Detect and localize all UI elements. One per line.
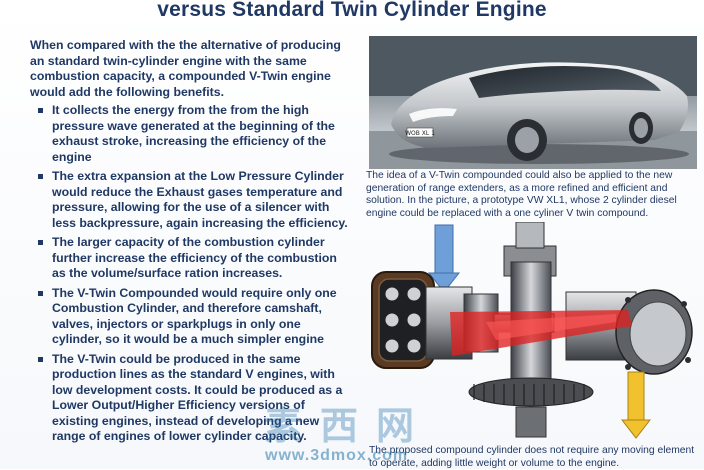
photo-caption: The idea of a V-Twin compounded could al… [366,170,677,219]
bottom-caption: The proposed compound cylinder does not … [369,445,695,469]
benefit-list: It collects the energy from the from the… [30,103,348,445]
intro-paragraph: When compared with the the alternative o… [30,38,341,99]
intake-arrow-icon [427,224,461,293]
svg-text:素西网: 素西网 [264,404,432,448]
watermark-logo: 素西网 [264,404,432,448]
car-illustration: WOB XL 1 [369,36,697,169]
benefits-text: When compared with the the alternative o… [30,38,348,449]
list-item: The V-Twin Compounded would require only… [30,286,348,348]
bullet-square-icon [38,240,43,245]
compound-engine-diagram [366,221,704,444]
exhaust-arrow-icon [620,371,652,439]
list-item: The extra expansion at the Low Pressure … [30,169,348,231]
vw-xl1-photo: WOB XL 1 [369,36,697,169]
engine-cutaway [371,221,693,439]
bullet-square-icon [38,356,43,362]
slide-title: versus Standard Twin Cylinder Engine [157,0,547,21]
bullet-square-icon [38,108,43,113]
list-item: The larger capacity of the combustion cy… [30,235,348,282]
watermark-url: www.3dmox.com [265,447,409,464]
bullet-square-icon [38,174,43,179]
license-plate: WOB XL 1 [405,130,435,137]
list-item: It collects the energy from the from the… [30,103,348,165]
bullet-square-icon [38,290,43,296]
list-item: The V-Twin could be produced in the same… [30,352,348,445]
